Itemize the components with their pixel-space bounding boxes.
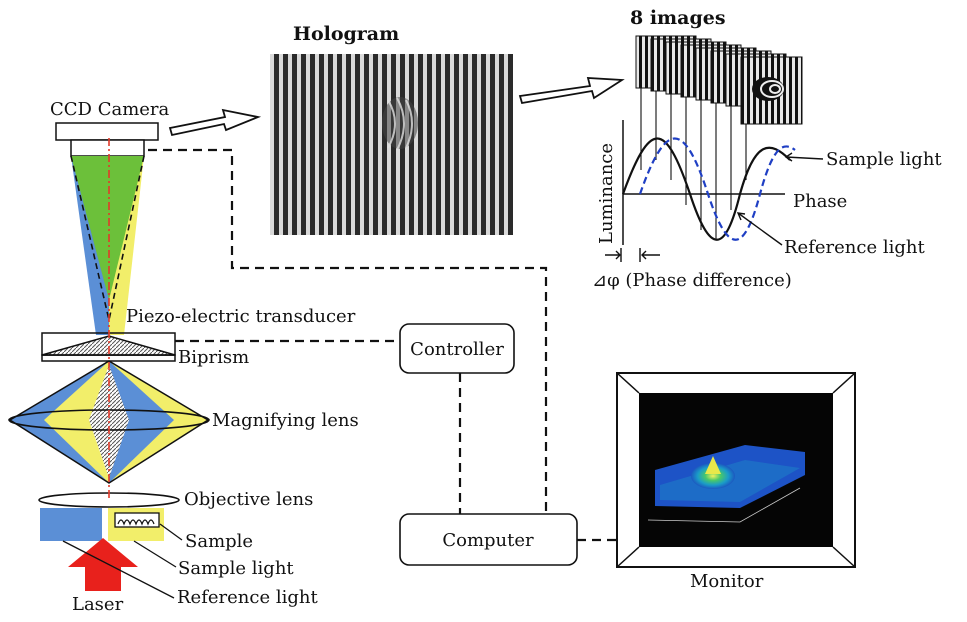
yellow-left (44, 361, 109, 483)
blue-right (109, 361, 174, 483)
objective-lens-label: Objective lens (184, 489, 313, 510)
sample-light-curve (621, 137, 791, 241)
phase-graph (605, 120, 796, 262)
phase-difference-label: ⊿φ (Phase difference) (592, 270, 792, 291)
hologram-label: Hologram (293, 23, 399, 45)
controller-label: Controller (410, 339, 504, 360)
magnifying-lens-label: Magnifying lens (212, 410, 359, 431)
reference-light-label: Reference light (177, 587, 318, 608)
sample-light-label: Sample light (178, 558, 294, 579)
monitor (616, 372, 856, 568)
beam-upper (70, 155, 145, 335)
eight-images-label: 8 images (630, 7, 726, 29)
computer-label: Computer (442, 530, 534, 551)
reference-light-beam (40, 508, 102, 541)
ccd-camera-label: CCD Camera (50, 99, 170, 120)
green-overlap (71, 156, 144, 300)
piezo-label: Piezo-electric transducer (126, 306, 356, 327)
laser-arrow-icon (68, 538, 138, 591)
signal-connections (148, 148, 620, 542)
controller-box (399, 323, 515, 374)
beam-edge-dashed (70, 155, 145, 321)
graph-reference-light-label: Reference light (784, 237, 925, 258)
laser-label: Laser (72, 594, 124, 615)
reference-light-curve (638, 137, 796, 241)
surface-peak (691, 463, 735, 489)
graph-sample-light-label: Sample light (826, 149, 942, 170)
sample-drop-lines (640, 88, 747, 240)
hologram-image (270, 54, 513, 235)
ccd-camera (55, 122, 159, 157)
graph-leaders (736, 152, 824, 246)
sample-wave (117, 519, 155, 526)
biprism-label: Biprism (178, 347, 249, 368)
monitor-label: Monitor (690, 571, 764, 592)
objective-region (38, 492, 180, 591)
sample-label: Sample (185, 531, 253, 552)
phase-label: Phase (793, 191, 847, 212)
luminance-label: Luminance (596, 143, 617, 244)
arrow-icon-camera-to-hologram (168, 108, 262, 137)
image-stack (635, 35, 803, 125)
arrow-icon-hologram-to-images (518, 77, 625, 105)
leader-lines (62, 523, 183, 599)
